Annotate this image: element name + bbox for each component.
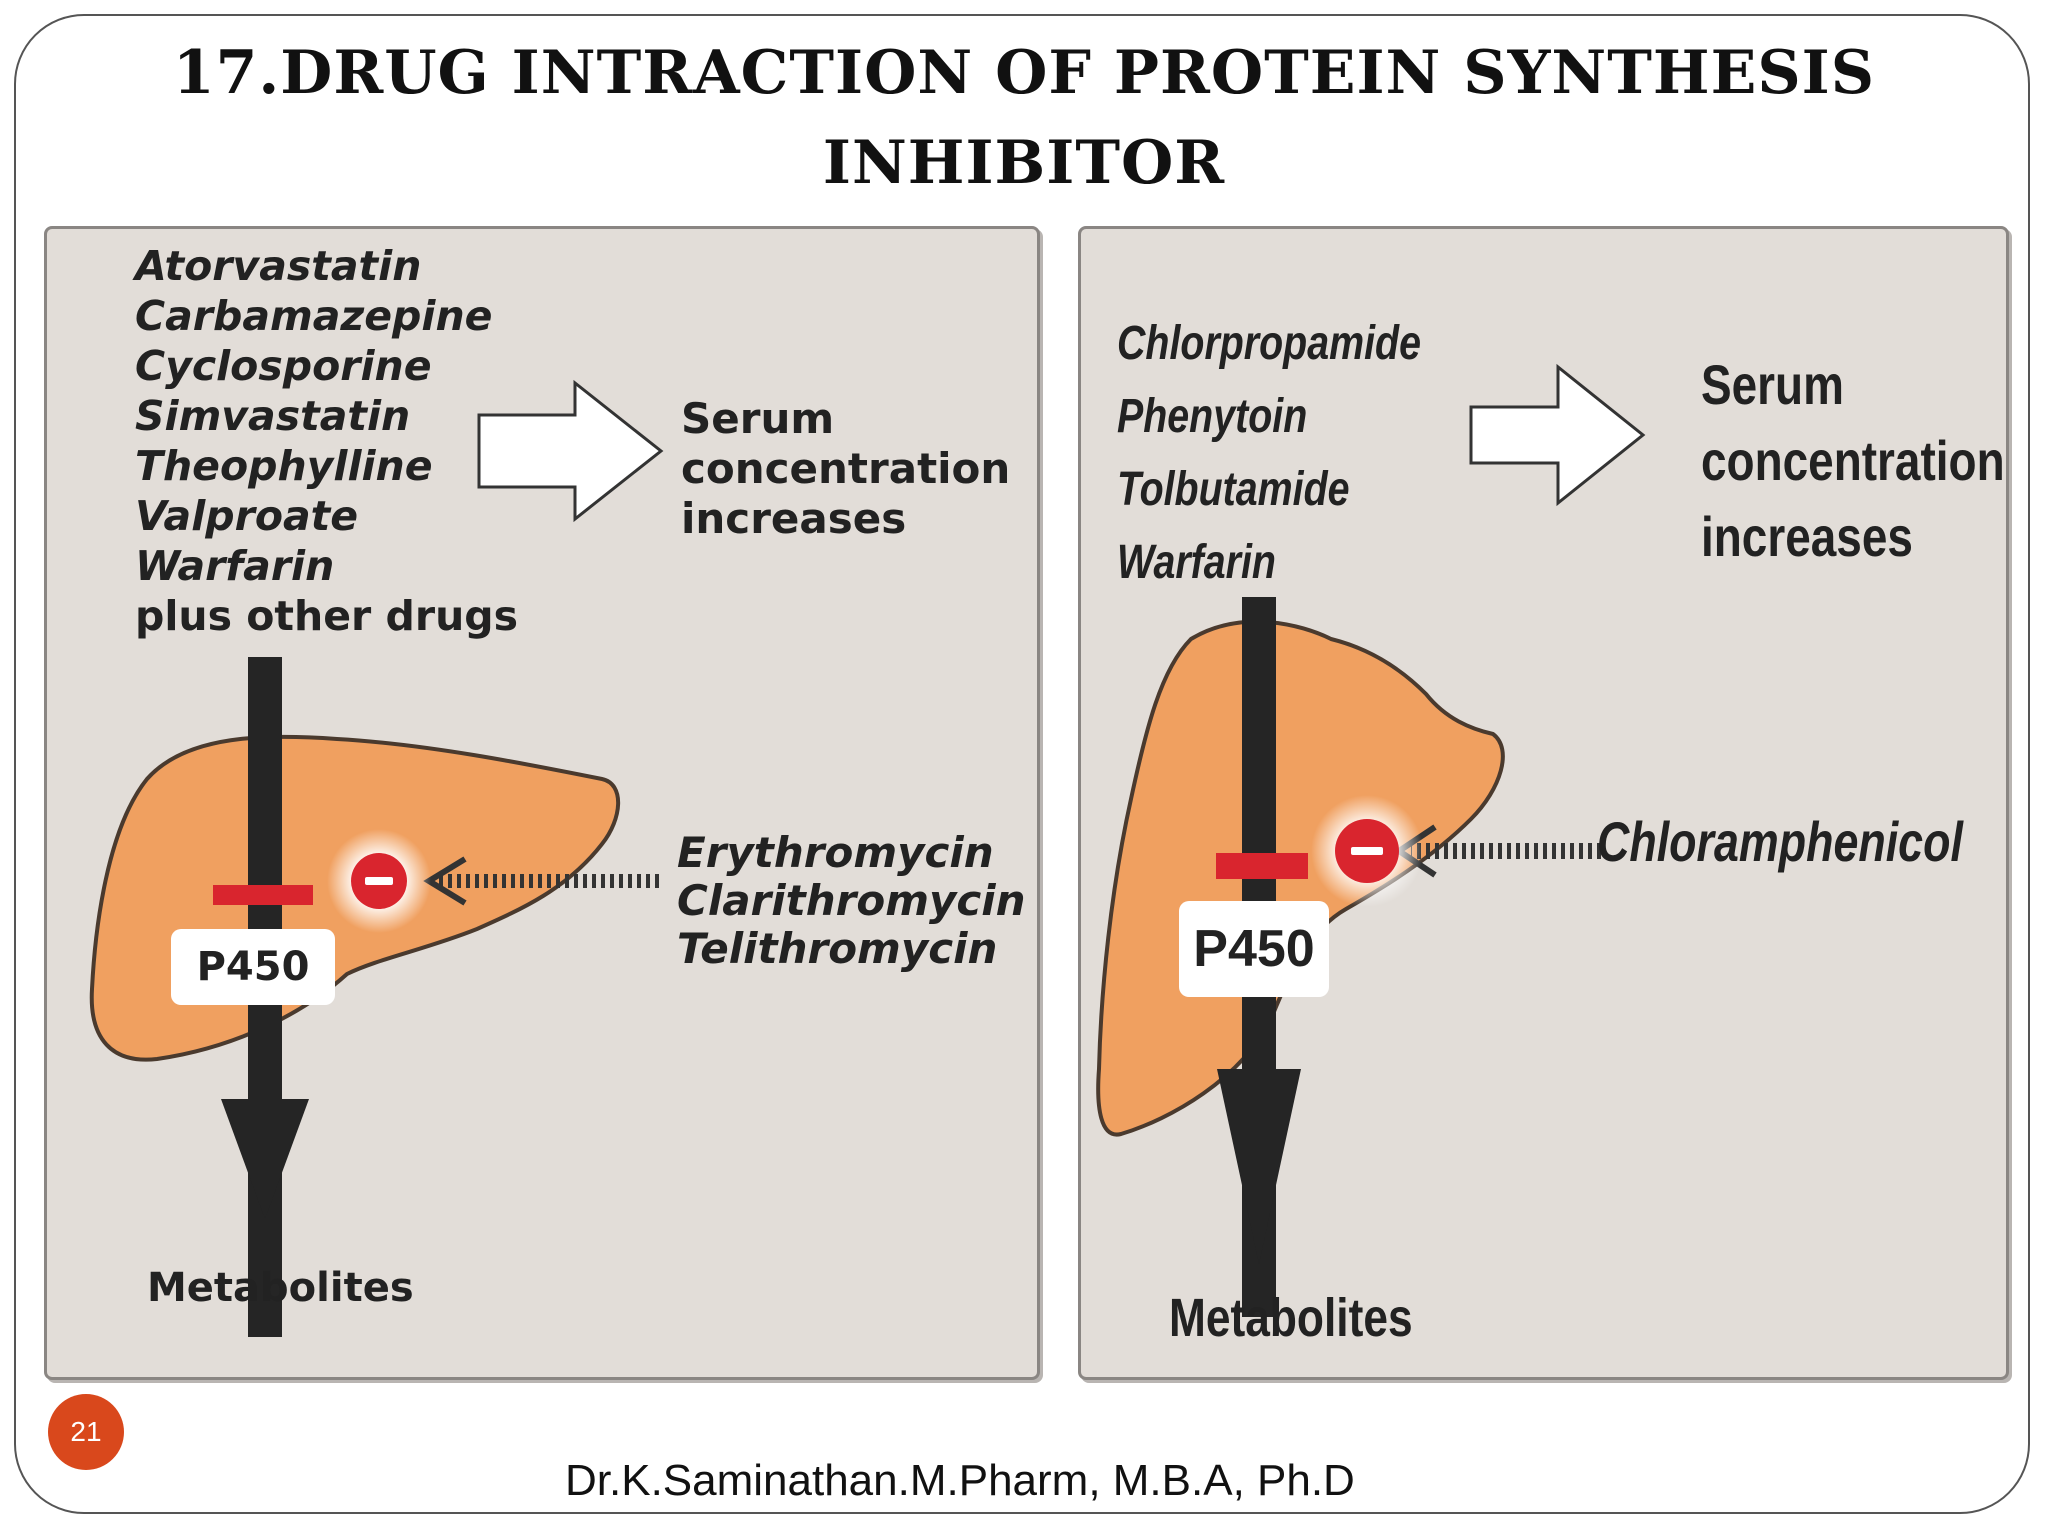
- effect-line: Serum: [681, 394, 835, 443]
- slide-title: 17.DRUG INTRACTION OF PROTEIN SYNTHESIS …: [80, 28, 1968, 208]
- blocked-pathway-bar: [1216, 853, 1308, 879]
- hollow-right-arrow: [477, 379, 664, 523]
- effect-line: concentration: [1701, 429, 2005, 492]
- blocked-pathway-bar: [213, 885, 313, 905]
- inhibitor-item: Erythromycin: [677, 828, 994, 877]
- drug-item: Warfarin: [135, 542, 335, 590]
- p450-label: P450: [1179, 901, 1329, 997]
- inhibitor-drug-list: Erythromycin Clarithromycin Telithromyci…: [677, 829, 1026, 973]
- drug-item: Cyclosporine: [135, 342, 432, 390]
- metabolites-label: Metabolites: [147, 1265, 414, 1311]
- page-number-badge: 21: [48, 1394, 124, 1470]
- left-interaction-panel: Atorvastatin Carbamazepine Cyclosporine …: [44, 226, 1040, 1380]
- metabolism-arrow-head: [221, 1099, 309, 1219]
- effect-line: concentration: [681, 444, 1011, 493]
- effect-line: increases: [1701, 505, 1913, 568]
- effect-line: Serum: [1701, 353, 1844, 416]
- title-line-1: 17.DRUG INTRACTION OF PROTEIN SYNTHESIS: [172, 38, 1876, 108]
- drug-item: Warfarin: [1117, 536, 1276, 589]
- drug-item-extra: plus other drugs: [135, 592, 519, 640]
- effect-label: Serum concentration increases: [1701, 347, 2005, 575]
- metabolism-arrow-head: [1217, 1069, 1301, 1264]
- drug-item: Phenytoin: [1117, 390, 1308, 443]
- substrate-drug-list: Chlorpropamide Phenytoin Tolbutamide War…: [1117, 307, 1421, 599]
- inhibitor-item: Telithromycin: [677, 924, 998, 973]
- metabolites-label: Metabolites: [1169, 1288, 1413, 1348]
- p450-label: P450: [171, 929, 335, 1005]
- drug-item: Chlorpropamide: [1117, 317, 1421, 370]
- effect-line: increases: [681, 494, 907, 543]
- title-line-2: INHIBITOR: [822, 128, 1226, 198]
- effect-label: Serum concentration increases: [681, 394, 1010, 544]
- drug-item: Tolbutamide: [1117, 463, 1350, 516]
- drug-item: Atorvastatin: [135, 242, 422, 290]
- drug-item: Carbamazepine: [135, 292, 493, 340]
- author-footer: Dr.K.Saminathan.M.Pharm, M.B.A, Ph.D: [565, 1456, 1355, 1505]
- inhibitor-item: Clarithromycin: [677, 876, 1026, 925]
- inhibitor-drug-label: Chloramphenicol: [1597, 810, 1963, 873]
- drug-item: Theophylline: [135, 442, 433, 490]
- substrate-drug-list: Atorvastatin Carbamazepine Cyclosporine …: [135, 241, 518, 641]
- hollow-right-arrow: [1469, 363, 1646, 507]
- drug-item: Valproate: [135, 492, 359, 540]
- drug-item: Simvastatin: [135, 392, 411, 440]
- right-interaction-panel: Chlorpropamide Phenytoin Tolbutamide War…: [1078, 226, 2009, 1380]
